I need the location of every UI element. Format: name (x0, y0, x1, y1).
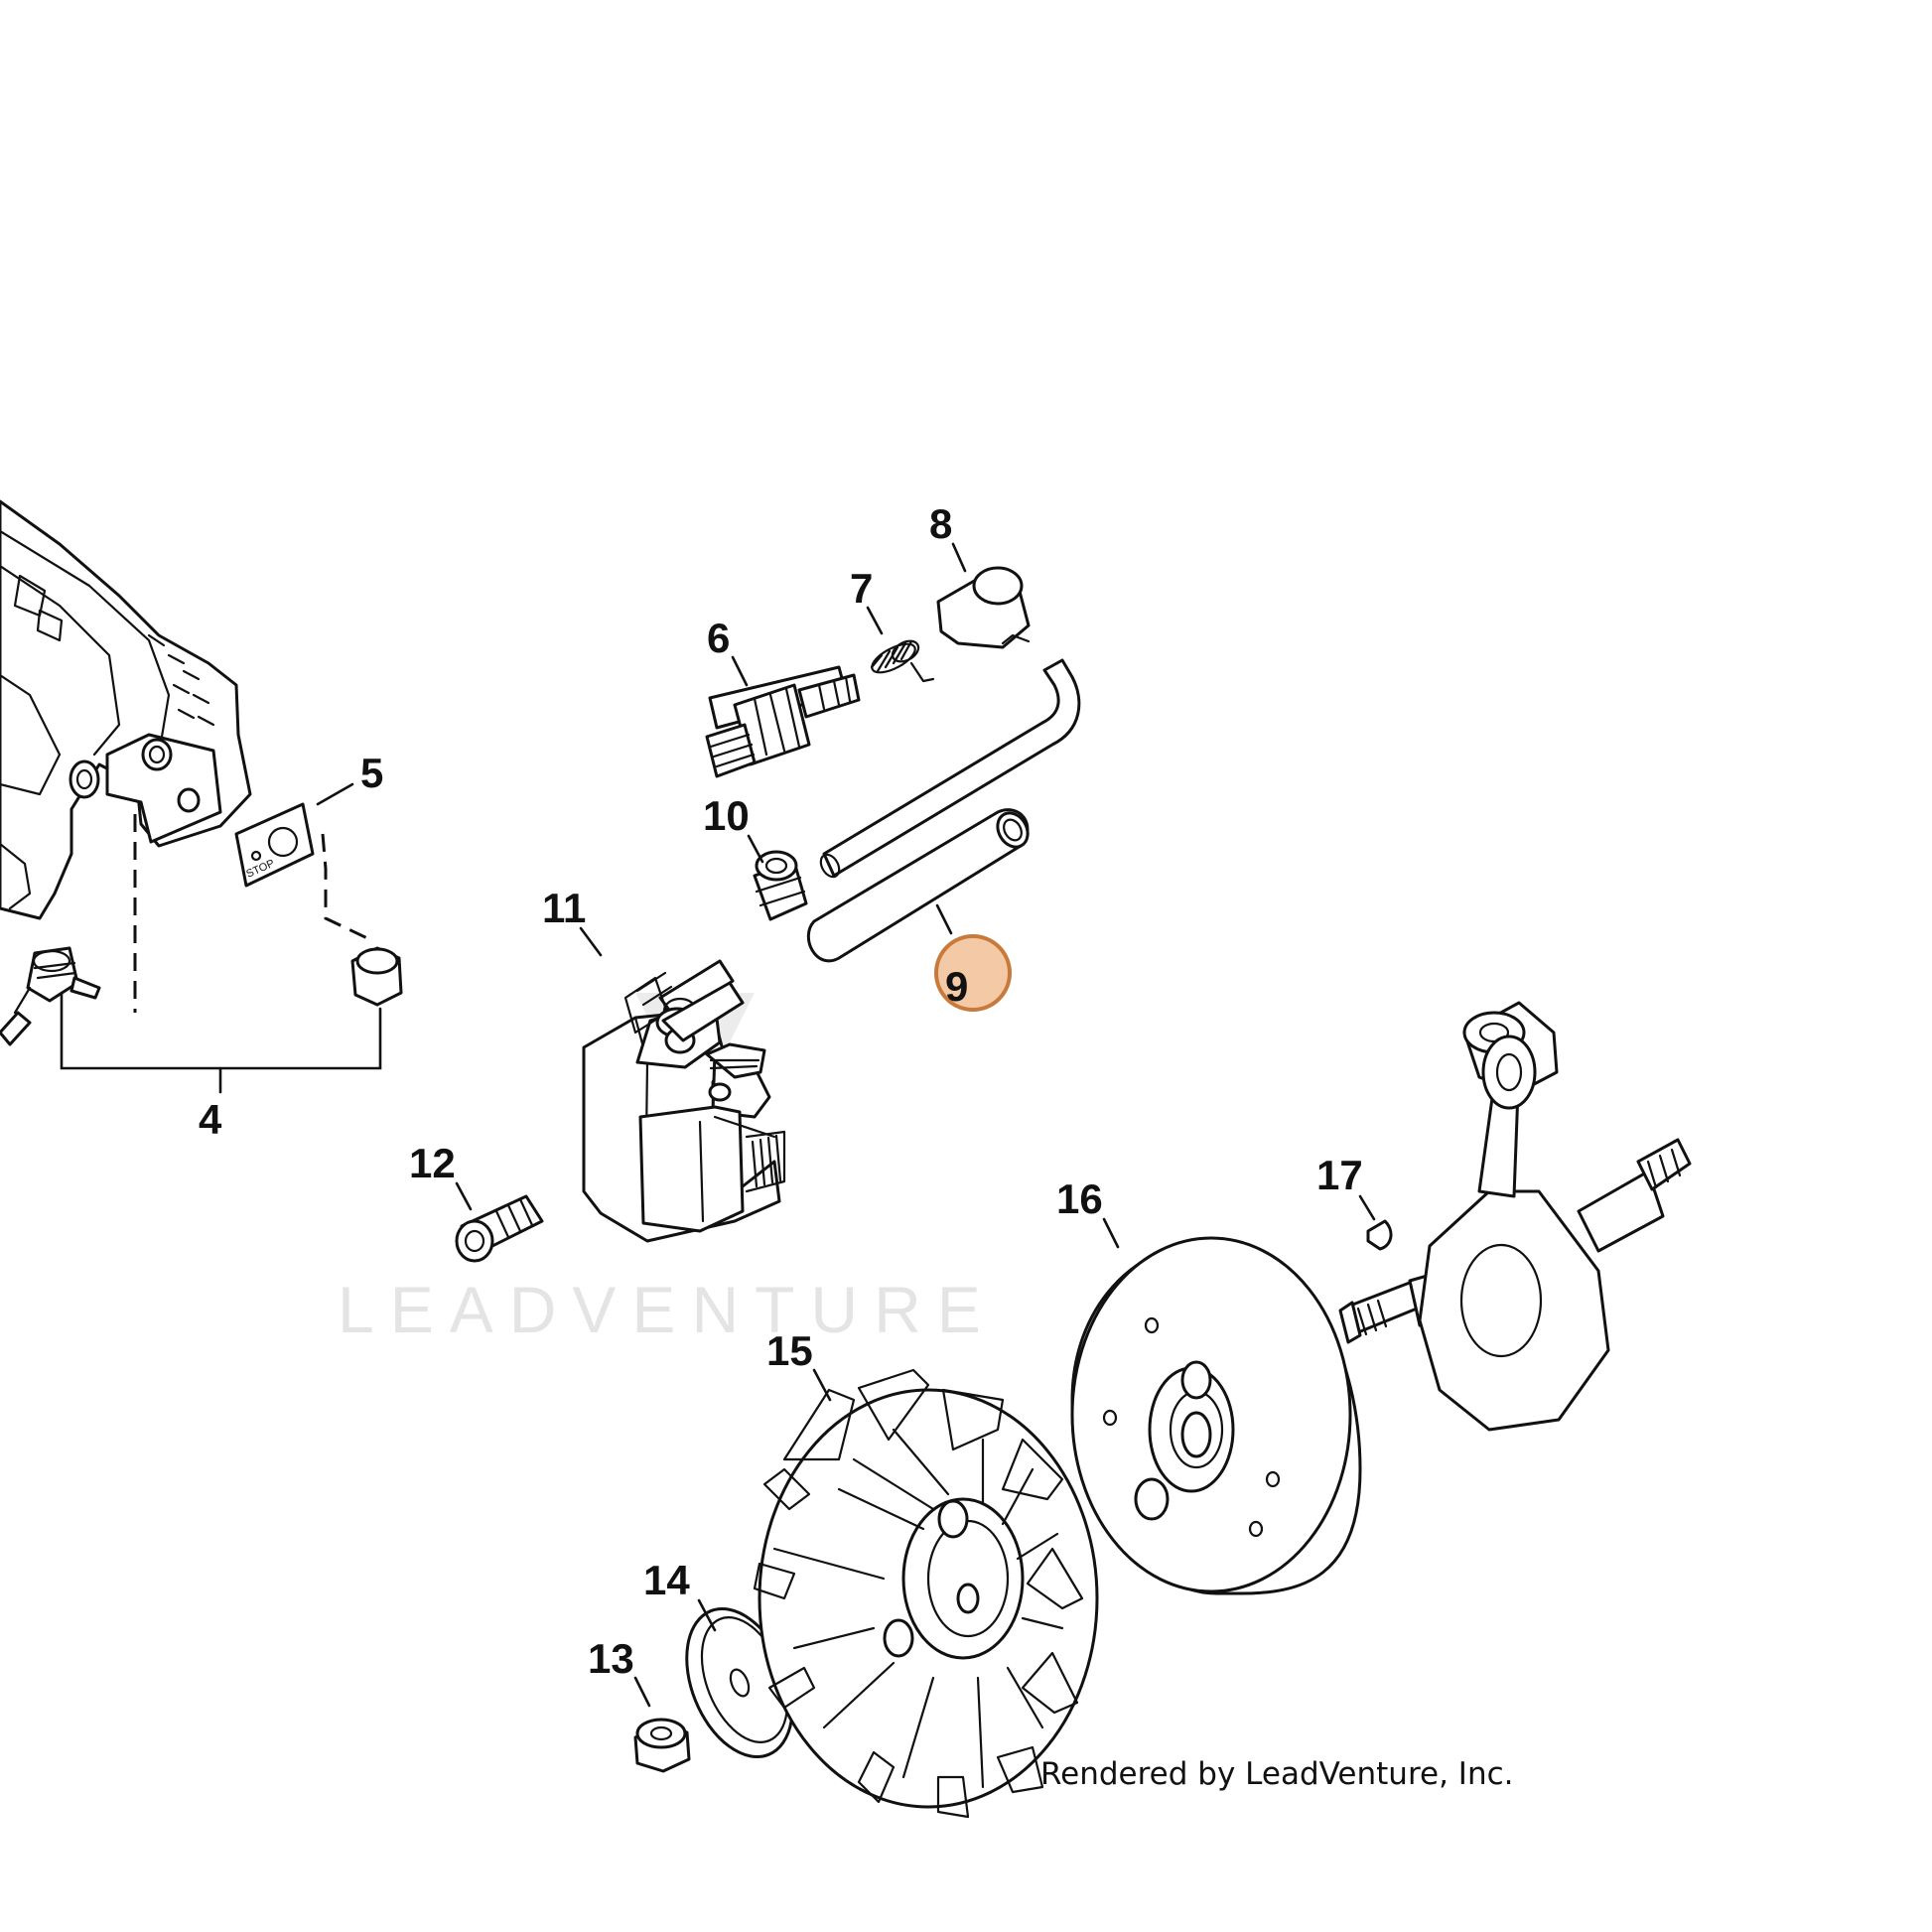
callout-8: 8 (929, 500, 952, 547)
spark-plug (705, 665, 861, 778)
callout-17: 17 (1316, 1152, 1363, 1198)
woodruff-key (1366, 1219, 1393, 1251)
callout-16: 16 (1056, 1175, 1103, 1222)
crankshaft (1338, 1001, 1692, 1432)
watermark-text: LEADVENTURE (338, 1273, 997, 1346)
callout-6: 6 (707, 615, 730, 661)
engine-housing (0, 499, 252, 920)
hex-nut (350, 946, 403, 1007)
callout-bracket-4 (60, 991, 382, 1070)
short-circuit-switch (0, 946, 101, 1046)
ignition-lead (819, 658, 1081, 879)
callout-9-highlight[interactable] (934, 934, 1012, 1012)
callout-13: 13 (588, 1635, 634, 1682)
switch-bracket (105, 733, 222, 844)
callout-15: 15 (766, 1327, 813, 1374)
spark-plug-boot (936, 566, 1031, 649)
callout-4: 4 (199, 1096, 222, 1143)
spring (870, 639, 935, 683)
callout-11: 11 (542, 885, 586, 931)
hose-sleeve (806, 808, 1030, 963)
callout-12: 12 (409, 1140, 456, 1186)
alignment-line-nut (321, 833, 368, 940)
callout-14: 14 (643, 1557, 690, 1603)
flange-nut (633, 1718, 691, 1773)
credit-text: Rendered by LeadVenture, Inc. (1040, 1756, 1514, 1792)
grommet (753, 850, 808, 921)
ignition-module (582, 959, 786, 1243)
callout-5: 5 (360, 750, 383, 796)
fan-wheel (753, 1368, 1099, 1819)
stop-plate: STOP (234, 802, 315, 888)
callout-10: 10 (703, 792, 750, 839)
callout-9[interactable]: 9 (945, 963, 968, 1010)
callout-7: 7 (850, 565, 873, 612)
flywheel (1070, 1236, 1362, 1595)
mounting-screw (455, 1194, 544, 1263)
